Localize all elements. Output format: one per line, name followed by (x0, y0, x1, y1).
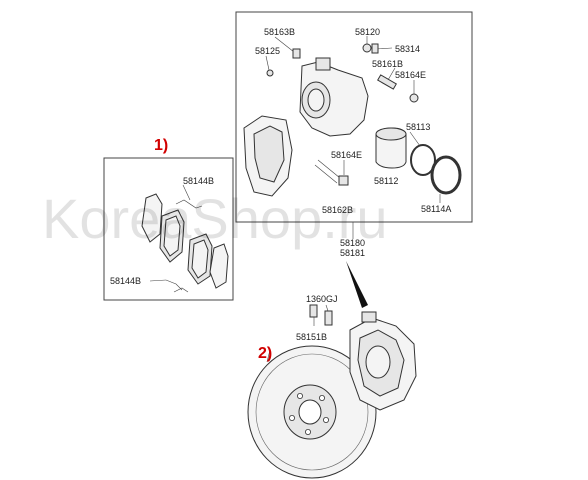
watermark: KoreaShop.ru (42, 187, 388, 250)
pad-clip-top (175, 184, 203, 209)
label-58114A: 58114A (421, 204, 451, 214)
label-58164E-top: 58164E (395, 70, 426, 80)
mounting-bolt-lower (309, 304, 318, 326)
mounting-bolt-upper (324, 304, 333, 326)
caliper-parts-box (235, 11, 473, 223)
brake-disc (247, 345, 377, 479)
label-58151B: 58151B (296, 332, 327, 342)
disc-leader (266, 349, 271, 363)
piston (375, 127, 407, 169)
label-58144B-top: 58144B (183, 176, 214, 186)
boot-small (265, 55, 274, 77)
label-58113: 58113 (406, 122, 430, 132)
label-58161B: 58161B (372, 59, 403, 69)
caliper-body (299, 57, 369, 137)
label-58162B: 58162B (322, 205, 353, 215)
guide-pin-bolt-top (274, 36, 301, 59)
caliper-assembly (349, 311, 417, 411)
label-58180: 58180 (340, 238, 365, 248)
callout-pads: 1) (154, 137, 168, 154)
brake-pad-outer (187, 233, 213, 285)
piston-boot (430, 155, 462, 203)
guide-pin-side (377, 67, 397, 90)
brake-pads-box (103, 157, 234, 301)
piston-seal (409, 131, 436, 176)
label-58164E-mid: 58164E (331, 150, 362, 160)
pad-clip-bottom (149, 279, 189, 293)
label-58120: 58120 (355, 27, 380, 37)
label-58144B-bottom: 58144B (110, 276, 141, 286)
bleeder-screw (371, 43, 393, 54)
caliper-carrier-bracket (243, 115, 293, 197)
label-58163B: 58163B (264, 27, 295, 37)
pad-shim-right (209, 243, 229, 289)
label-58314: 58314 (395, 44, 420, 54)
label-58181: 58181 (340, 248, 365, 258)
bleeder-cap (362, 36, 372, 53)
pad-shim-left (141, 193, 163, 243)
brake-pad-inner (159, 209, 185, 263)
label-58125: 58125 (255, 46, 280, 56)
callout-disc: 2) (258, 345, 272, 362)
bushing-boot-right (409, 80, 419, 103)
label-1360GJ: 1360GJ (306, 294, 338, 304)
label-58112: 58112 (374, 176, 398, 186)
guide-pin-lower (314, 159, 349, 186)
assembly-pointer-arrow (346, 261, 368, 308)
